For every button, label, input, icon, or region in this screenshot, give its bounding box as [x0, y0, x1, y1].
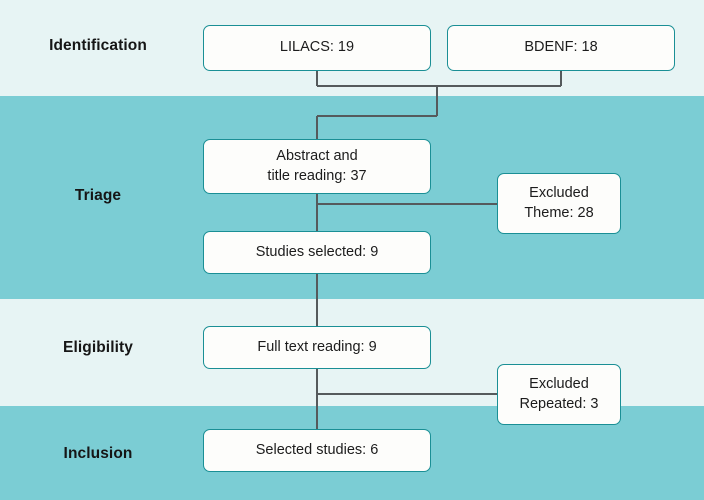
node-studies-selected-label: Studies selected: 9: [255, 243, 379, 260]
node-full-text-reading-label: Full text reading: 9: [257, 338, 377, 355]
stage-label-eligibility: Eligibility: [63, 339, 133, 356]
node-abstract-line1: Abstract and: [276, 148, 358, 165]
node-lilacs: LILACS: 19: [203, 25, 431, 71]
node-selected-studies: Selected studies: 6: [203, 429, 431, 472]
node-excluded-theme-text: Excluded Theme: 28: [524, 184, 593, 222]
stage-label-inclusion: Inclusion: [63, 445, 133, 462]
stage-label-triage: Triage: [74, 187, 122, 204]
node-excluded-theme-line1: Excluded: [529, 185, 589, 202]
node-excluded-repeated: Excluded Repeated: 3: [497, 364, 621, 425]
node-abstract-text: Abstract and title reading: 37: [267, 147, 366, 185]
node-excluded-theme: Excluded Theme: 28: [497, 173, 621, 234]
node-abstract-and-title-reading: Abstract and title reading: 37: [203, 139, 431, 194]
node-abstract-line2: title reading: 37: [267, 167, 367, 184]
node-studies-selected: Studies selected: 9: [203, 231, 431, 274]
stage-label-identification: Identification: [49, 37, 147, 54]
node-bdenf: BDENF: 18: [447, 25, 675, 71]
node-full-text-reading: Full text reading: 9: [203, 326, 431, 369]
node-bdenf-label: BDENF: 18: [524, 39, 598, 56]
node-lilacs-label: LILACS: 19: [279, 39, 355, 56]
node-excluded-repeated-line2: Repeated: 3: [519, 395, 599, 412]
node-excluded-repeated-line1: Excluded: [529, 376, 589, 393]
node-selected-studies-label: Selected studies: 6: [255, 441, 379, 458]
node-excluded-theme-line2: Theme: 28: [524, 204, 594, 221]
node-excluded-repeated-text: Excluded Repeated: 3: [519, 375, 598, 413]
